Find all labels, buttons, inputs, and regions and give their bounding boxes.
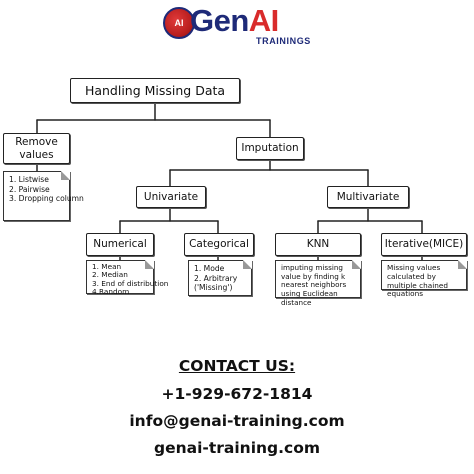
brain-icon: AI (163, 7, 195, 39)
note-text: imputing missing value by finding k near… (281, 263, 347, 307)
logo-wordmark: GenAI (190, 3, 279, 39)
note-line: 1. Listwise (9, 175, 49, 184)
folded-corner-icon (145, 260, 154, 269)
note-line: 1. Mean (92, 262, 122, 271)
root-node-handling-missing-data: Handling Missing Data (70, 78, 240, 103)
note-line: 2. Pairwise (9, 184, 50, 194)
note-line: 4.Random (92, 287, 130, 297)
note-remove-methods: 1. Listwise 2. Pairwise 3. Dropping colu… (3, 171, 84, 221)
note-line: 2. Median (92, 270, 128, 280)
logo-subtitle: TRAININGS (256, 36, 311, 46)
note-numerical-methods: 1. Mean 2. Median 3. End of distribution… (86, 260, 169, 297)
note-line: 1. Mode (194, 264, 225, 273)
note-knn-description: imputing missing value by finding k near… (275, 260, 361, 306)
folded-corner-icon (458, 260, 467, 269)
note-text: Missing values calculated by multiple ch… (387, 263, 448, 299)
node-categorical: Categorical (184, 233, 254, 256)
logo-word-ai: AI (248, 3, 280, 38)
node-remove-values: Remove values (3, 133, 70, 164)
folded-corner-icon (243, 260, 252, 269)
node-numerical: Numerical (86, 233, 154, 256)
note-mice-description: Missing values calculated by multiple ch… (381, 260, 467, 298)
contact-website[interactable]: genai-training.com (153, 439, 321, 457)
node-imputation: Imputation (236, 137, 304, 160)
logo-word-gen: Gen (190, 3, 249, 38)
node-multivariate: Multivariate (327, 186, 409, 208)
note-line: 3. End of distribution (92, 278, 169, 288)
node-univariate: Univariate (136, 186, 206, 208)
brand-logo: AI GenAI TRAININGS (160, 3, 320, 47)
node-iterative-mice: Iterative(MICE) (381, 233, 467, 256)
folded-corner-icon (352, 260, 361, 269)
note-categorical-methods: 1. Mode 2. Arbitrary ('Missing') (188, 260, 252, 296)
node-knn: KNN (275, 233, 361, 256)
note-line: 2. Arbitrary ('Missing') (194, 273, 238, 293)
contact-heading: CONTACT US: (178, 357, 296, 375)
note-line: 3. Dropping column (9, 194, 84, 204)
folded-corner-icon (61, 171, 70, 180)
contact-phone[interactable]: +1-929-672-1814 (161, 385, 313, 403)
contact-email[interactable]: info@genai-training.com (129, 412, 345, 430)
